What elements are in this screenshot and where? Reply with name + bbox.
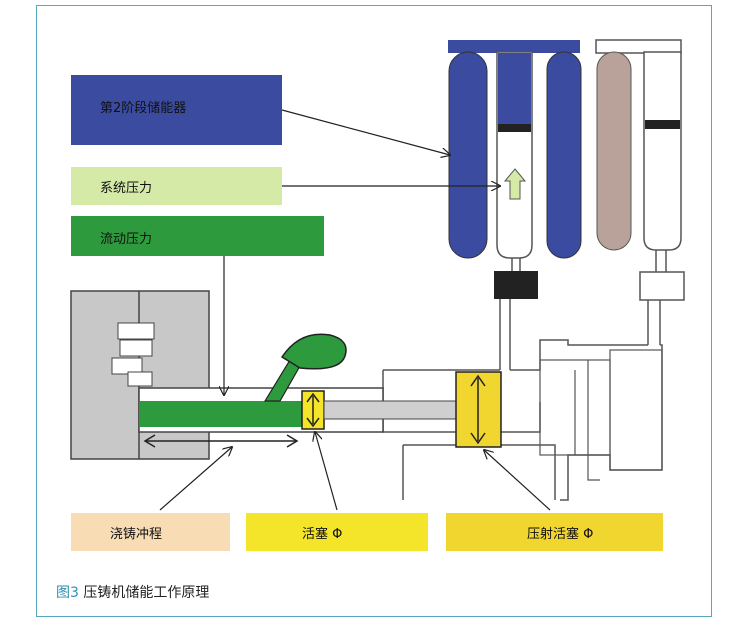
accumulator-gas-chamber: [498, 53, 531, 124]
die-cavity-2: [119, 339, 153, 357]
piston-rod: [323, 400, 457, 420]
flow-pressure-label-box: [71, 216, 324, 256]
figure-title: 压铸机储能工作原理: [83, 585, 210, 601]
up-arrow-icon: [503, 168, 527, 200]
die-cavity-1: [117, 322, 155, 340]
molten-metal: [139, 401, 305, 427]
white-valve-block: [639, 271, 685, 301]
pour-stroke-label-box: [71, 513, 230, 551]
shot-piston-label: 压射活塞 Φ: [527, 526, 594, 542]
system-pressure-label-box: [71, 167, 282, 205]
accumulator-top-bar: [448, 40, 580, 53]
accumulator-label: 第2阶段储能器: [100, 100, 187, 116]
leader-accumulator: [281, 109, 450, 155]
black-valve-block: [494, 271, 538, 299]
leader-pour-stroke: [159, 447, 232, 511]
flow-pressure-label: 流动压力: [100, 231, 153, 247]
figure-caption: 图3 压铸机储能工作原理: [56, 582, 209, 602]
reservoir-cylinder: [596, 51, 632, 251]
leader-shot-piston: [484, 450, 551, 511]
die-cavity-4: [127, 371, 153, 387]
accumulator-cylinder-left: [448, 51, 488, 259]
accumulator-label-box: [71, 75, 282, 145]
piston-label-box: [246, 513, 428, 551]
hydraulic-block: [383, 339, 663, 501]
ladle-cup: [280, 333, 347, 370]
piston-label: 活塞 Φ: [302, 526, 343, 542]
accumulator-cylinder-right: [546, 51, 582, 259]
system-pressure-label: 系统压力: [100, 180, 153, 196]
reservoir-piston: [645, 120, 680, 129]
pour-stroke-label: 浇铸冲程: [110, 526, 163, 542]
leader-piston: [315, 432, 338, 511]
reservoir-top-bar: [595, 39, 682, 54]
reservoir-piston-cylinder: [643, 51, 682, 251]
die-cavity-3: [111, 357, 143, 375]
shot-piston-label-box: [446, 513, 663, 551]
accumulator-piston: [498, 124, 531, 132]
figure-number: 图3: [56, 585, 79, 601]
hydraulic-chamber-inner: [609, 349, 663, 471]
